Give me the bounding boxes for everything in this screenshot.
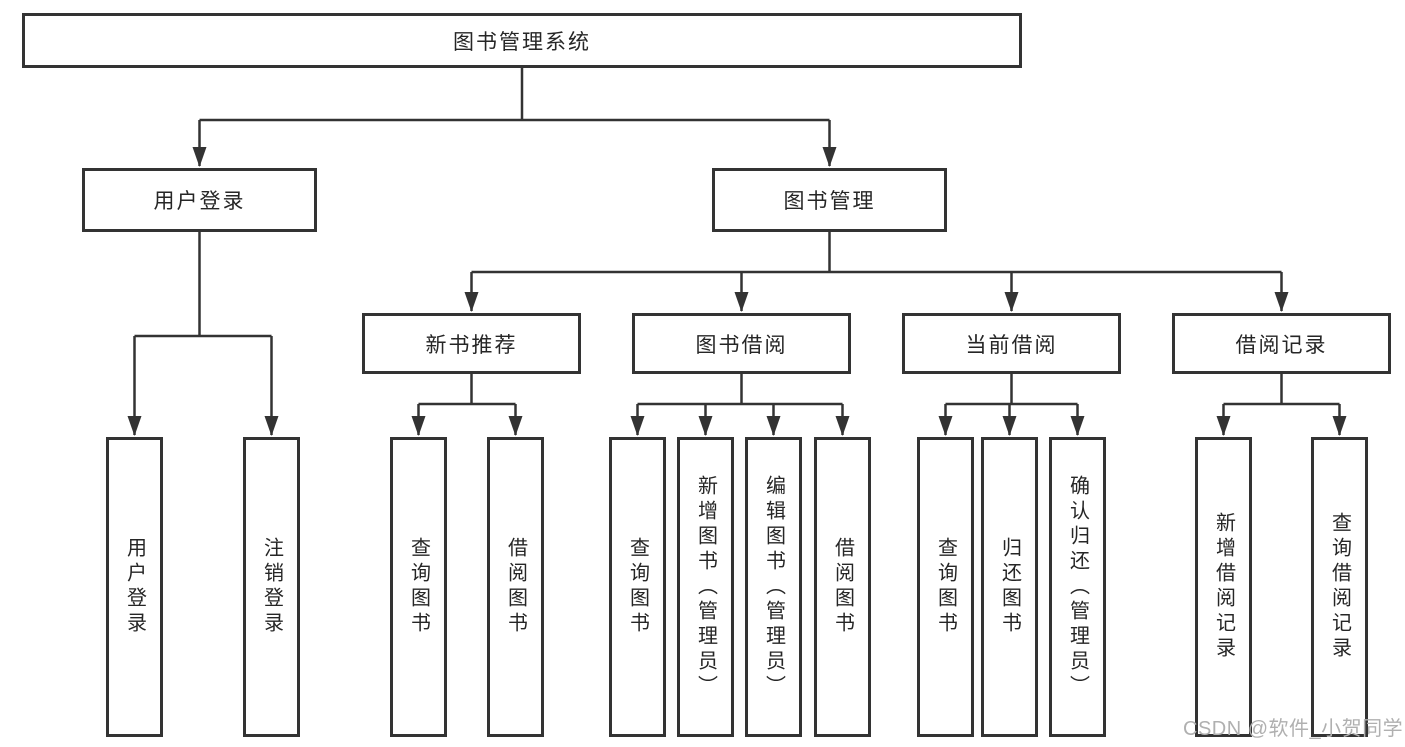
node-user-login: 用户登录 <box>82 168 317 232</box>
watermark: CSDN @软件_小贺同学 <box>1183 718 1404 740</box>
node-current-borrow-label: 当前借阅 <box>965 333 1058 357</box>
leaf-borrow-query-book-label: 查询图书 <box>626 537 649 637</box>
leaf-recommend-query-book: 查询图书 <box>390 437 447 737</box>
leaf-current-confirm-return-admin: 确认归还（管理员） <box>1049 437 1106 737</box>
node-book-management-label: 图书管理 <box>783 190 876 213</box>
node-borrow-records: 借阅记录 <box>1172 313 1391 374</box>
node-book-management: 图书管理 <box>712 168 947 232</box>
leaf-logout-label: 注销登录 <box>260 537 283 637</box>
leaf-logout: 注销登录 <box>243 437 300 737</box>
leaf-current-return-book: 归还图书 <box>981 437 1038 737</box>
leaf-borrow-edit-book-admin-label: 编辑图书（管理员） <box>762 474 785 700</box>
leaf-user-login: 用户登录 <box>106 437 163 737</box>
node-borrow-records-label: 借阅记录 <box>1235 333 1328 357</box>
leaf-borrow-add-book-admin-label: 新增图书（管理员） <box>694 474 717 700</box>
leaf-records-query-borrow-record-label: 查询借阅记录 <box>1328 512 1351 662</box>
leaf-recommend-query-book-label: 查询图书 <box>407 537 430 637</box>
leaf-current-query-book-label: 查询图书 <box>934 537 957 637</box>
leaf-current-return-book-label: 归还图书 <box>998 537 1021 637</box>
node-book-borrow-label: 图书借阅 <box>695 333 788 357</box>
leaf-borrow-query-book: 查询图书 <box>609 437 666 737</box>
node-user-login-label: 用户登录 <box>153 190 246 213</box>
node-book-borrow: 图书借阅 <box>632 313 851 374</box>
node-root-label: 图书管理系统 <box>453 30 591 54</box>
node-root: 图书管理系统 <box>22 13 1022 68</box>
node-new-book-recommend: 新书推荐 <box>362 313 581 374</box>
leaf-records-add-borrow-record: 新增借阅记录 <box>1195 437 1252 737</box>
leaf-recommend-borrow-book: 借阅图书 <box>487 437 544 737</box>
leaf-borrow-borrow-book-label: 借阅图书 <box>831 537 854 637</box>
leaf-records-add-borrow-record-label: 新增借阅记录 <box>1212 512 1235 662</box>
leaf-borrow-borrow-book: 借阅图书 <box>814 437 871 737</box>
leaf-borrow-edit-book-admin: 编辑图书（管理员） <box>745 437 802 737</box>
leaf-current-query-book: 查询图书 <box>917 437 974 737</box>
node-current-borrow: 当前借阅 <box>902 313 1121 374</box>
leaf-recommend-borrow-book-label: 借阅图书 <box>504 537 527 637</box>
leaf-records-query-borrow-record: 查询借阅记录 <box>1311 437 1368 737</box>
leaf-user-login-label: 用户登录 <box>123 537 146 637</box>
node-new-book-recommend-label: 新书推荐 <box>425 333 518 357</box>
leaf-current-confirm-return-admin-label: 确认归还（管理员） <box>1066 474 1089 700</box>
leaf-borrow-add-book-admin: 新增图书（管理员） <box>677 437 734 737</box>
